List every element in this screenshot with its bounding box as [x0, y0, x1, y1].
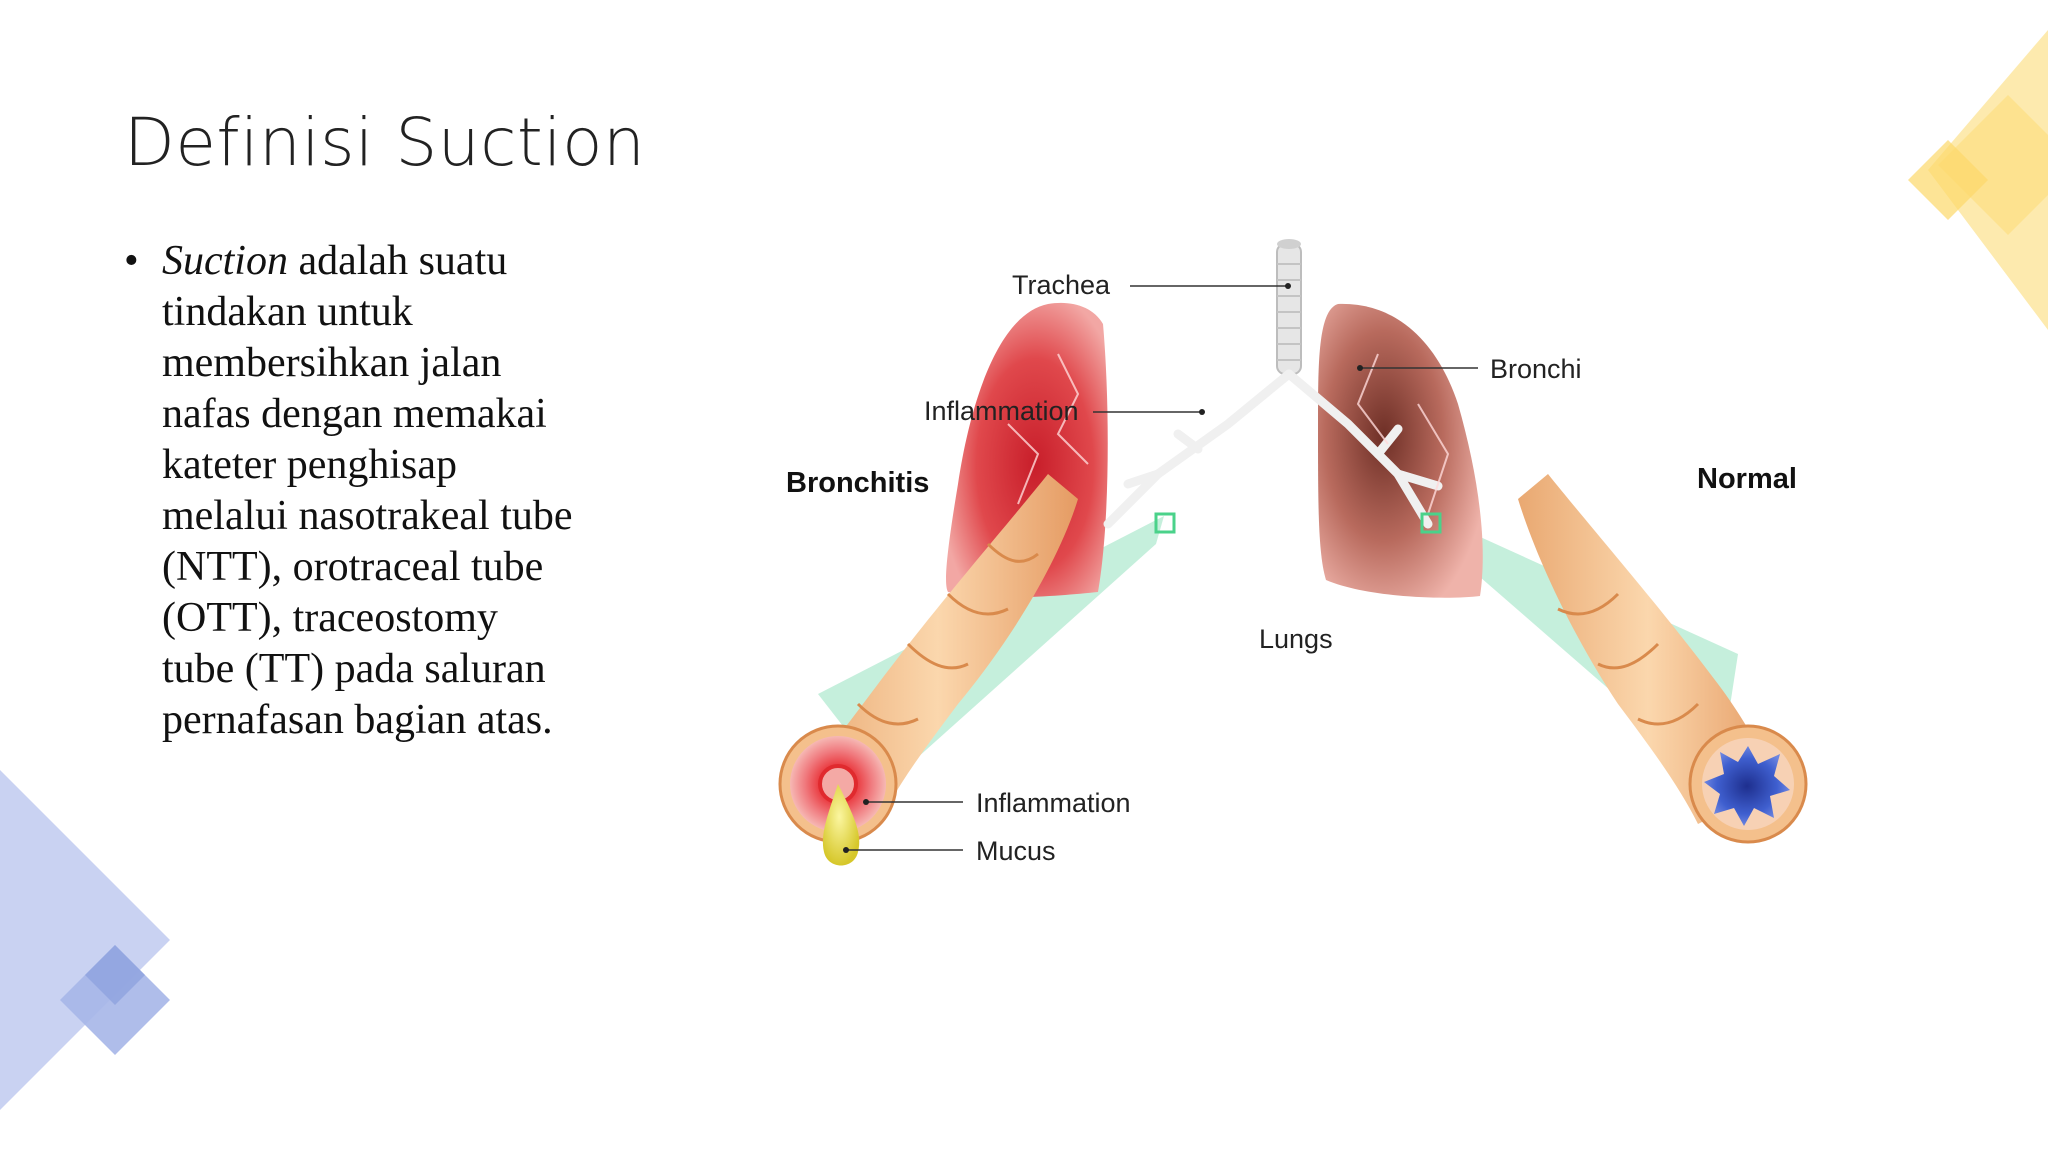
leader-lines [846, 285, 1478, 851]
bullet-line: kateter penghisap [162, 442, 458, 488]
bullet-line-1-rest: adalah suatu [287, 238, 508, 284]
bullet-line: pernafasan bagian atas. [162, 697, 553, 743]
bullet-line: (OTT), traceostomy [162, 595, 498, 641]
yellow-corner-decoration [1908, 30, 2048, 330]
bullet-line: tindakan untuk [162, 289, 413, 335]
bullet-text-block: • Suction adalah suatu tindakan untuk me… [124, 236, 644, 746]
blue-corner-decoration [0, 770, 170, 1110]
slide-title: Definisi Suction [124, 104, 646, 181]
label-normal: Normal [1697, 463, 1797, 495]
bullet-line: melalui nasotrakeal tube [162, 493, 573, 539]
bullet-line-1: Suction adalah suatu [162, 236, 644, 287]
bullet-line: nafas dengan memakai [162, 391, 547, 437]
bullet-paragraph: Suction adalah suatu tindakan untuk memb… [162, 236, 644, 746]
normal-airway-tube [1518, 474, 1808, 844]
bronchi-branches [1103, 369, 1443, 529]
trachea-rings [1277, 263, 1301, 361]
bronchitis-diagram: Trachea Bronchi Inflammation Bronchitis … [778, 239, 1808, 866]
label-bronchitis: Bronchitis [786, 467, 929, 499]
leader-dots [843, 283, 1363, 853]
label-inflammation-top: Inflammation [924, 396, 1079, 426]
label-mucus: Mucus [976, 836, 1056, 866]
trachea-top [1277, 239, 1301, 249]
bronchitis-airway-tube [778, 474, 1078, 844]
label-bronchi: Bronchi [1490, 354, 1582, 384]
label-trachea: Trachea [1012, 270, 1111, 300]
suction-italic-term: Suction [162, 238, 288, 284]
bullet-line: membersihkan jalan [162, 340, 502, 386]
label-inflammation-bottom: Inflammation [976, 788, 1131, 818]
mucus-droplet [822, 784, 860, 866]
label-lungs: Lungs [1259, 624, 1333, 654]
bullet-marker: • [124, 238, 139, 284]
bullet-line: (NTT), orotraceal tube [162, 544, 544, 590]
left-zoom-box [1154, 512, 1176, 534]
bullet-line: tube (TT) pada saluran [162, 646, 546, 692]
normal-lung [1318, 303, 1483, 598]
right-zoom-box [1420, 512, 1442, 534]
lung-vessels [1007, 353, 1450, 515]
